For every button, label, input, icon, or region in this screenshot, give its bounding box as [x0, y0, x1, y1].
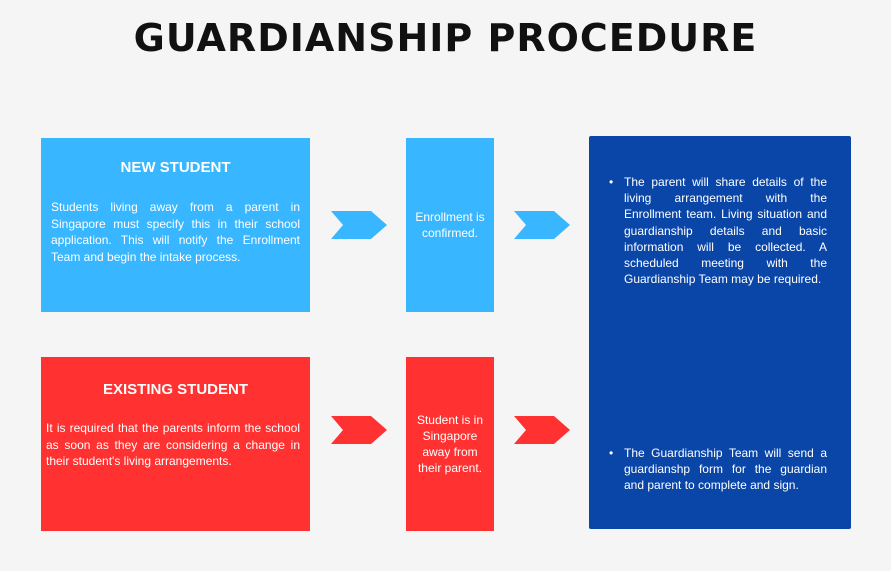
new-student-arrow-2-icon: [514, 211, 570, 239]
bullet-dot-icon: •: [609, 175, 614, 189]
outcome-bullet-2: • The Guardianship Team will send a guar…: [609, 445, 827, 494]
student-away-box: Student is in Singapore away from their …: [406, 357, 494, 531]
new-student-arrow-1-icon: [331, 211, 387, 239]
new-student-heading: NEW STUDENT: [120, 159, 231, 176]
outcome-box: • The parent will share details of the l…: [589, 136, 851, 529]
new-student-box: NEW STUDENT Students living away from a …: [41, 138, 310, 312]
existing-student-arrow-1-icon: [331, 416, 387, 444]
bullet-dot-icon: •: [609, 446, 614, 460]
existing-student-heading: EXISTING STUDENT: [102, 381, 248, 398]
outcome-bullet-1: • The parent will share details of the l…: [609, 174, 827, 287]
page-title: GUARDIANSHIP PROCEDURE: [133, 16, 758, 60]
outcome-bullet-2-text: The Guardianship Team will send a guardi…: [624, 446, 827, 493]
enrollment-confirmed-box: Enrollment is confirmed.: [406, 138, 494, 312]
existing-student-arrow-2-icon: [514, 416, 570, 444]
existing-student-box: EXISTING STUDENT It is required that the…: [41, 357, 310, 531]
enrollment-confirmed-text: Enrollment is confirmed.: [415, 210, 485, 240]
outcome-bullet-1-text: The parent will share details of the liv…: [624, 175, 827, 287]
student-away-text: Student is in Singapore away from their …: [416, 413, 484, 475]
new-student-text: Students living away from a parent in Si…: [51, 200, 300, 264]
existing-student-text: It is required that the parents inform t…: [46, 421, 300, 468]
